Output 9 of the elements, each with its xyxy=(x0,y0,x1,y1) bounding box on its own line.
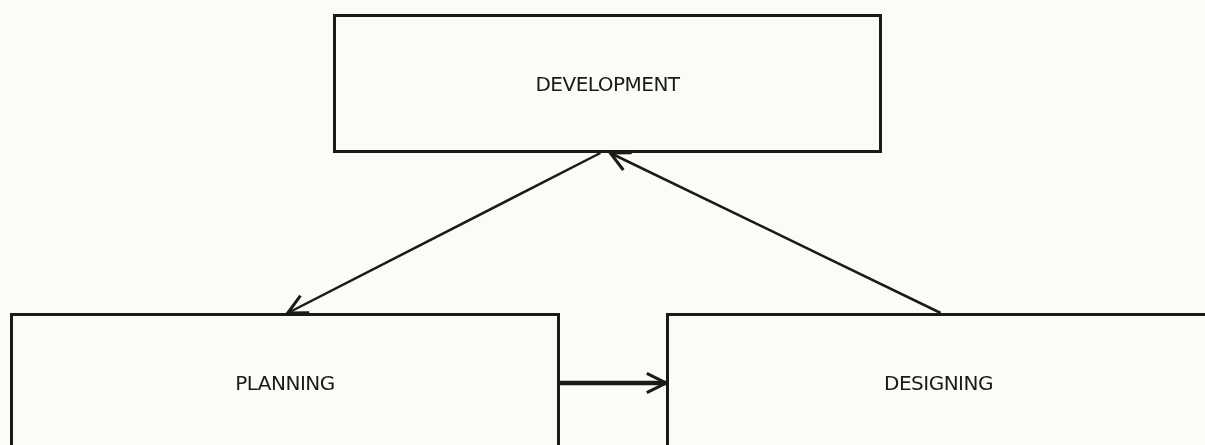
box-label: DESIGNING xyxy=(884,371,993,395)
process-box xyxy=(333,14,882,153)
process-box xyxy=(666,313,1205,445)
arrow xyxy=(608,151,942,315)
process-box xyxy=(10,313,560,445)
arrow xyxy=(560,371,668,395)
box-label: DEVELOPMENT xyxy=(535,71,680,96)
box-label: PLANNING xyxy=(235,371,335,395)
arrow xyxy=(286,151,601,315)
